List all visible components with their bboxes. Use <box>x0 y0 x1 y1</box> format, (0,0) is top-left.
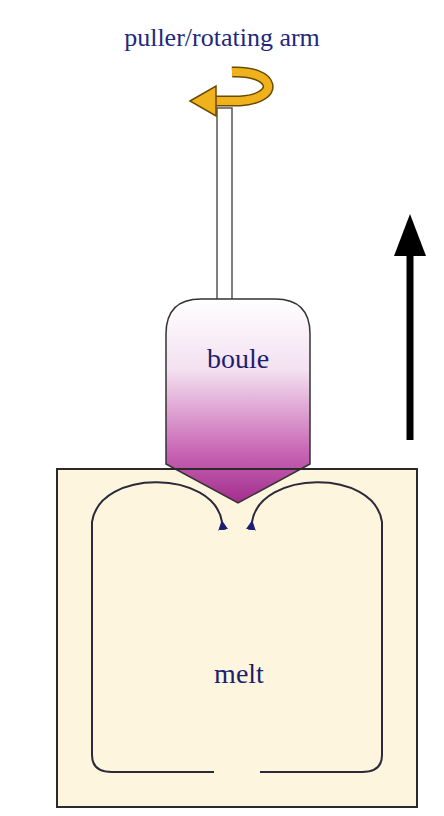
convection-loop <box>92 482 222 772</box>
node-text: melt <box>214 659 264 690</box>
boule-outline <box>165 298 311 504</box>
rotation-arrow-head <box>190 86 216 116</box>
puller-rod <box>217 108 232 302</box>
crystal-boule: boule <box>165 298 311 504</box>
node-text: boule <box>207 344 269 375</box>
crucible-melt: melt <box>56 468 418 808</box>
pull-direction-arrow <box>407 252 414 440</box>
rotation-arrow-outline <box>214 72 268 101</box>
convection-loop <box>252 482 382 772</box>
part-label: puller/rotating arm <box>124 24 320 53</box>
pull-arrow-head <box>394 214 426 256</box>
crucible-fill <box>56 468 418 808</box>
rotation-arrow <box>214 72 268 101</box>
